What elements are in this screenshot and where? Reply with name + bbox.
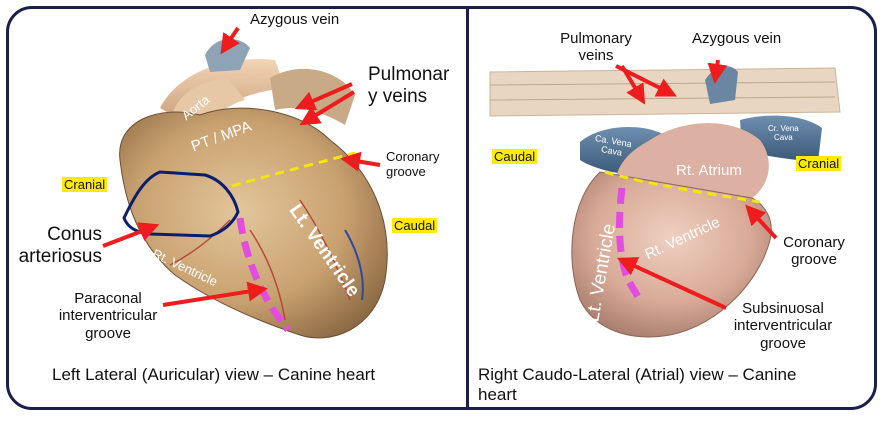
conus-arteriosus-label: Conus arteriosus <box>18 224 102 267</box>
right-coronary-dash <box>604 170 761 204</box>
subsinuosal-label: Subsinuosal interventricular groove <box>733 300 833 352</box>
left-coronary-label: Coronary groove <box>386 149 440 179</box>
paraconal-dash <box>236 217 291 333</box>
panel-divider <box>466 8 469 410</box>
right-azygous-label: Azygous vein <box>692 30 782 47</box>
left-caudal-text: Caudal <box>392 218 438 233</box>
left-cranial-label: Cranial <box>62 177 108 193</box>
left-caption: Left Lateral (Auricular) view – Canine h… <box>52 365 376 384</box>
cr-vena-cava-label: Cr. Vena Cava <box>768 124 799 142</box>
left-azygous-label: Azygous vein <box>250 11 340 28</box>
figure-frame <box>6 6 877 410</box>
right-heart-drawing <box>489 59 841 338</box>
paraconal-label: Paraconal interventricular groove <box>58 290 158 342</box>
subsinuosal-dash <box>616 187 644 302</box>
right-cranial-text: Cranial <box>796 156 842 171</box>
left-heart-body <box>119 107 388 339</box>
right-cranial-label: Cranial <box>796 156 842 172</box>
right-atrium <box>615 123 769 198</box>
right-pulmonary-label: Pulmonary veins <box>560 30 632 65</box>
right-caudal-label: Caudal <box>492 149 538 165</box>
left-caudal-label: Caudal <box>392 218 438 234</box>
left-heart-drawing <box>102 26 388 339</box>
right-coronary-label: Coronary groove <box>783 234 845 269</box>
left-pulmonary-label: Pulmonar y veins <box>368 64 450 107</box>
left-blue-vessels <box>344 229 364 301</box>
left-ventricle-vessels <box>169 199 351 321</box>
rt-atrium-label: Rt. Atrium <box>676 162 742 179</box>
left-arrows <box>102 26 381 307</box>
right-arrows <box>615 59 778 310</box>
right-caption: Right Caudo-Lateral (Atrial) view – Cani… <box>478 365 797 405</box>
right-caudal-text: Caudal <box>492 149 538 164</box>
left-cranial-text: Cranial <box>62 177 108 192</box>
